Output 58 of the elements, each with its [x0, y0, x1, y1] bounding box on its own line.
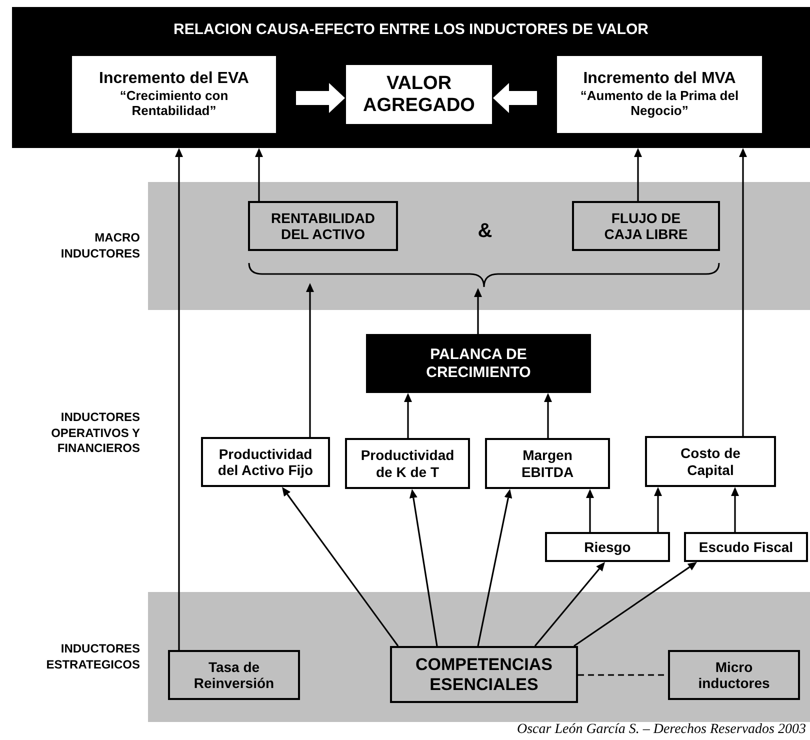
process-box [684, 532, 808, 562]
arrow [175, 148, 183, 650]
process-box [248, 201, 398, 251]
box-label: Incremento del MVA [583, 70, 736, 89]
arrow [282, 487, 399, 646]
process-box [72, 56, 276, 133]
box-label: PALANCA DE CRECIMIENTO [425, 346, 532, 381]
process-box [390, 646, 578, 703]
box-subtitle: “Crecimiento con Rentabilidad” [118, 88, 230, 119]
arrow [306, 283, 314, 437]
process-box [201, 437, 330, 487]
box-label: FLUJO DE CAJA LIBRE [603, 210, 689, 242]
process-box [645, 436, 776, 487]
arrow [574, 562, 697, 647]
arrow [544, 393, 552, 438]
arrow [654, 487, 662, 532]
box-label: Tasa de Reinversión [192, 658, 276, 692]
box-label: Escudo Fiscal [698, 538, 794, 556]
process-box [545, 532, 670, 562]
box-label: Riesgo [584, 538, 631, 556]
box-label: Costo de Capital [680, 445, 742, 478]
arrow [474, 288, 482, 334]
band-heading: INDUCTORES OPERATIVOS Y FINANCIEROS [50, 410, 140, 457]
ampersand: & [476, 219, 494, 244]
band-heading: MACRO INDUCTORES [60, 230, 140, 262]
arrow [255, 148, 263, 201]
process-box [557, 56, 762, 133]
box-label: Incremento del EVA [99, 70, 249, 89]
arrow [477, 489, 512, 646]
block-arrow [296, 83, 345, 113]
banner-heading: RELACION CAUSA-EFECTO ENTRE LOS INDUCTORES DE VALOR [172, 21, 650, 38]
curly-brace [248, 262, 720, 288]
box-label: Productividad de K de T [360, 447, 456, 480]
box-subtitle: “Aumento de la Prima del Negocio” [579, 88, 740, 119]
arrow [634, 148, 642, 201]
box-label: Margen EBITDA [520, 447, 575, 480]
arrow [739, 148, 747, 436]
box-label: RENTABILIDAD DEL ACTIVO [270, 210, 376, 242]
band-heading: INDUCTORES ESTRATEGICOS [45, 641, 140, 673]
arrow [534, 562, 605, 647]
box-label: COMPETENCIAS ESENCIALES [414, 654, 554, 694]
process-box [668, 650, 800, 700]
arrow [731, 487, 739, 532]
arrow [409, 489, 438, 646]
box-label: Productividad del Activo Fijo [216, 446, 314, 478]
arrow [586, 489, 594, 532]
process-box [572, 201, 720, 251]
process-box [345, 438, 470, 489]
block-arrow [493, 83, 537, 113]
arrow [404, 393, 412, 438]
box-label: Micro inductores [697, 658, 771, 692]
highlight-box [366, 334, 591, 393]
process-box [346, 65, 492, 124]
header-band [12, 7, 810, 148]
caption: Oscar León García S. – Derechos Reservados 2003 [516, 722, 806, 738]
process-box [168, 650, 300, 700]
process-box [485, 438, 610, 489]
box-label: VALOR AGREGADO [362, 72, 476, 116]
